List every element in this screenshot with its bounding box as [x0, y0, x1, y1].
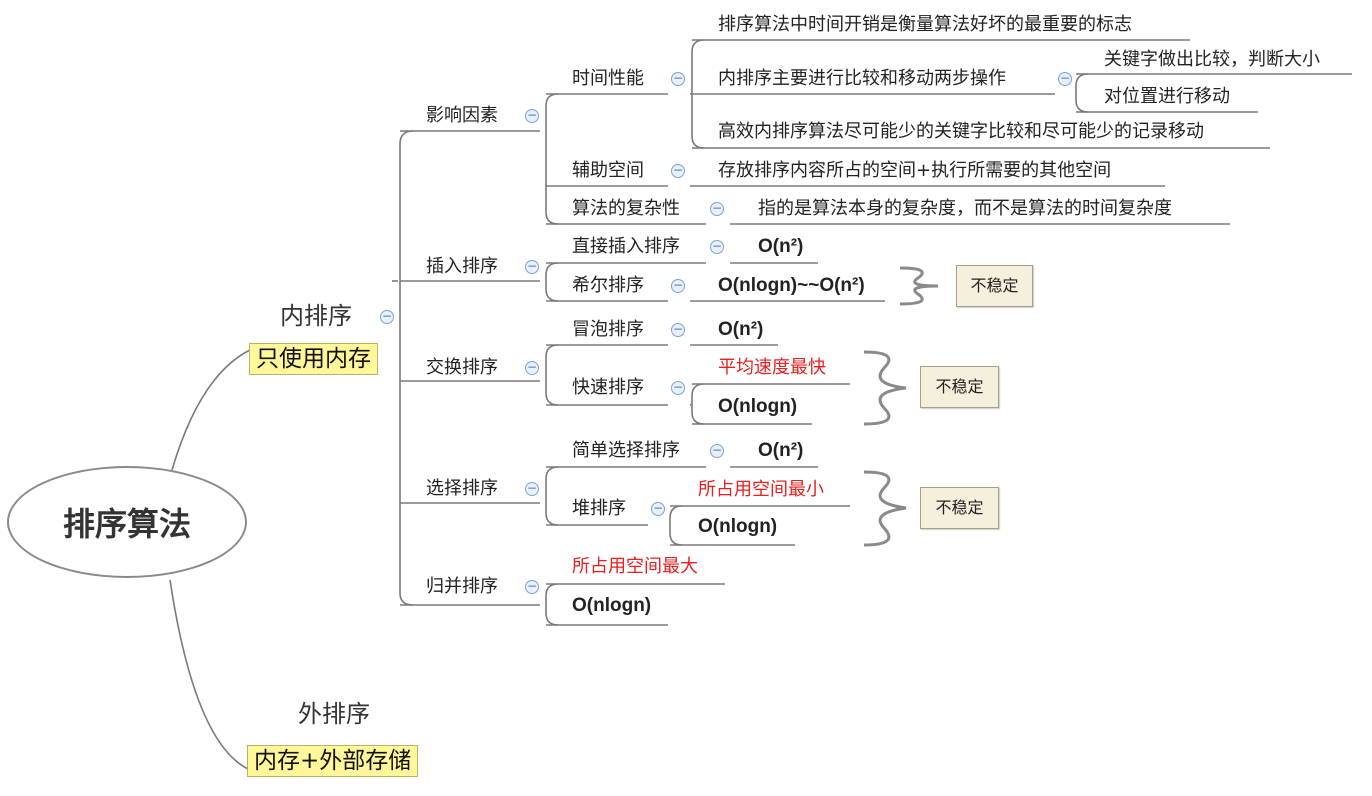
time-item-2[interactable]: 内排序主要进行比较和移动两步操作 [718, 68, 1006, 89]
time-item-1: 排序算法中时间开销是衡量算法好坏的最重要的标志 [718, 14, 1132, 35]
collapse-toggle-icon[interactable]: − [671, 71, 685, 86]
heap-sort-label[interactable]: 堆排序 [572, 498, 626, 519]
space-item: 存放排序内容所占的空间+执行所需要的其他空间 [718, 160, 1112, 181]
collapse-toggle-icon[interactable]: − [525, 108, 539, 123]
factors-label[interactable]: 影响因素 [426, 105, 498, 126]
insertion-label[interactable]: 插入排序 [426, 256, 498, 277]
heap-sort-complexity: O(nlogn) [698, 516, 778, 537]
collapse-toggle-icon[interactable]: − [1058, 71, 1072, 86]
collapse-toggle-icon[interactable]: − [671, 322, 685, 337]
root-label: 排序算法 [62, 505, 191, 543]
shell-sort-label[interactable]: 希尔排序 [572, 275, 644, 296]
collapse-toggle-icon[interactable]: − [671, 278, 685, 293]
collapse-toggle-icon[interactable]: − [671, 163, 685, 178]
external-sort-label[interactable]: 外排序 [298, 700, 370, 728]
selection-label[interactable]: 选择排序 [426, 478, 498, 499]
collapse-toggle-icon[interactable]: − [380, 309, 394, 324]
merge-sort-complexity: O(nlogn) [572, 595, 652, 616]
collapse-toggle-icon[interactable]: − [525, 481, 539, 496]
exchange-label[interactable]: 交换排序 [426, 357, 498, 378]
simple-select-complexity: O(n²) [758, 440, 804, 461]
bubble-sort-label[interactable]: 冒泡排序 [572, 319, 644, 340]
shell-sort-complexity: O(nlogn)~~O(n²) [718, 275, 865, 296]
collapse-toggle-icon[interactable]: − [525, 579, 539, 594]
shell-stability-box: 不稳定 [956, 265, 1033, 307]
collapse-toggle-icon[interactable]: − [710, 239, 724, 254]
bubble-sort-complexity: O(n²) [718, 319, 764, 340]
complexity-item: 指的是算法本身的复杂度，而不是算法的时间复杂度 [758, 198, 1172, 219]
quick-sort-label[interactable]: 快速排序 [572, 377, 644, 398]
heap-sort-note: 所占用空间最小 [698, 479, 824, 500]
external-sort-note: 内存+外部存储 [247, 745, 419, 777]
direct-insert-complexity: O(n²) [758, 236, 804, 257]
space-label[interactable]: 辅助空间 [572, 160, 644, 181]
internal-sort-note: 只使用内存 [249, 343, 378, 375]
time-item-3: 高效内排序算法尽可能少的关键字比较和尽可能少的记录移动 [718, 121, 1204, 142]
complexity-label[interactable]: 算法的复杂性 [572, 198, 680, 219]
collapse-toggle-icon[interactable]: − [710, 201, 724, 216]
collapse-toggle-icon[interactable]: − [525, 360, 539, 375]
time-perf-label[interactable]: 时间性能 [572, 68, 644, 89]
root-node[interactable]: 排序算法 [7, 466, 247, 578]
collapse-toggle-icon[interactable]: − [710, 443, 724, 458]
quick-sort-note: 平均速度最快 [718, 357, 826, 378]
direct-insert-label[interactable]: 直接插入排序 [572, 236, 680, 257]
collapse-toggle-icon[interactable]: − [671, 380, 685, 395]
quick-sort-complexity: O(nlogn) [718, 396, 798, 417]
internal-sort-label[interactable]: 内排序 [280, 302, 352, 330]
merge-sort-note: 所占用空间最大 [572, 556, 698, 577]
heap-stability-box: 不稳定 [920, 487, 999, 529]
time-sub-2: 对位置进行移动 [1104, 86, 1230, 107]
collapse-toggle-icon[interactable]: − [651, 501, 665, 516]
simple-select-label[interactable]: 简单选择排序 [572, 440, 680, 461]
time-sub-1: 关键字做出比较，判断大小 [1104, 49, 1320, 70]
quick-stability-box: 不稳定 [920, 366, 999, 408]
merge-label[interactable]: 归并排序 [426, 576, 498, 597]
collapse-toggle-icon[interactable]: − [525, 259, 539, 274]
